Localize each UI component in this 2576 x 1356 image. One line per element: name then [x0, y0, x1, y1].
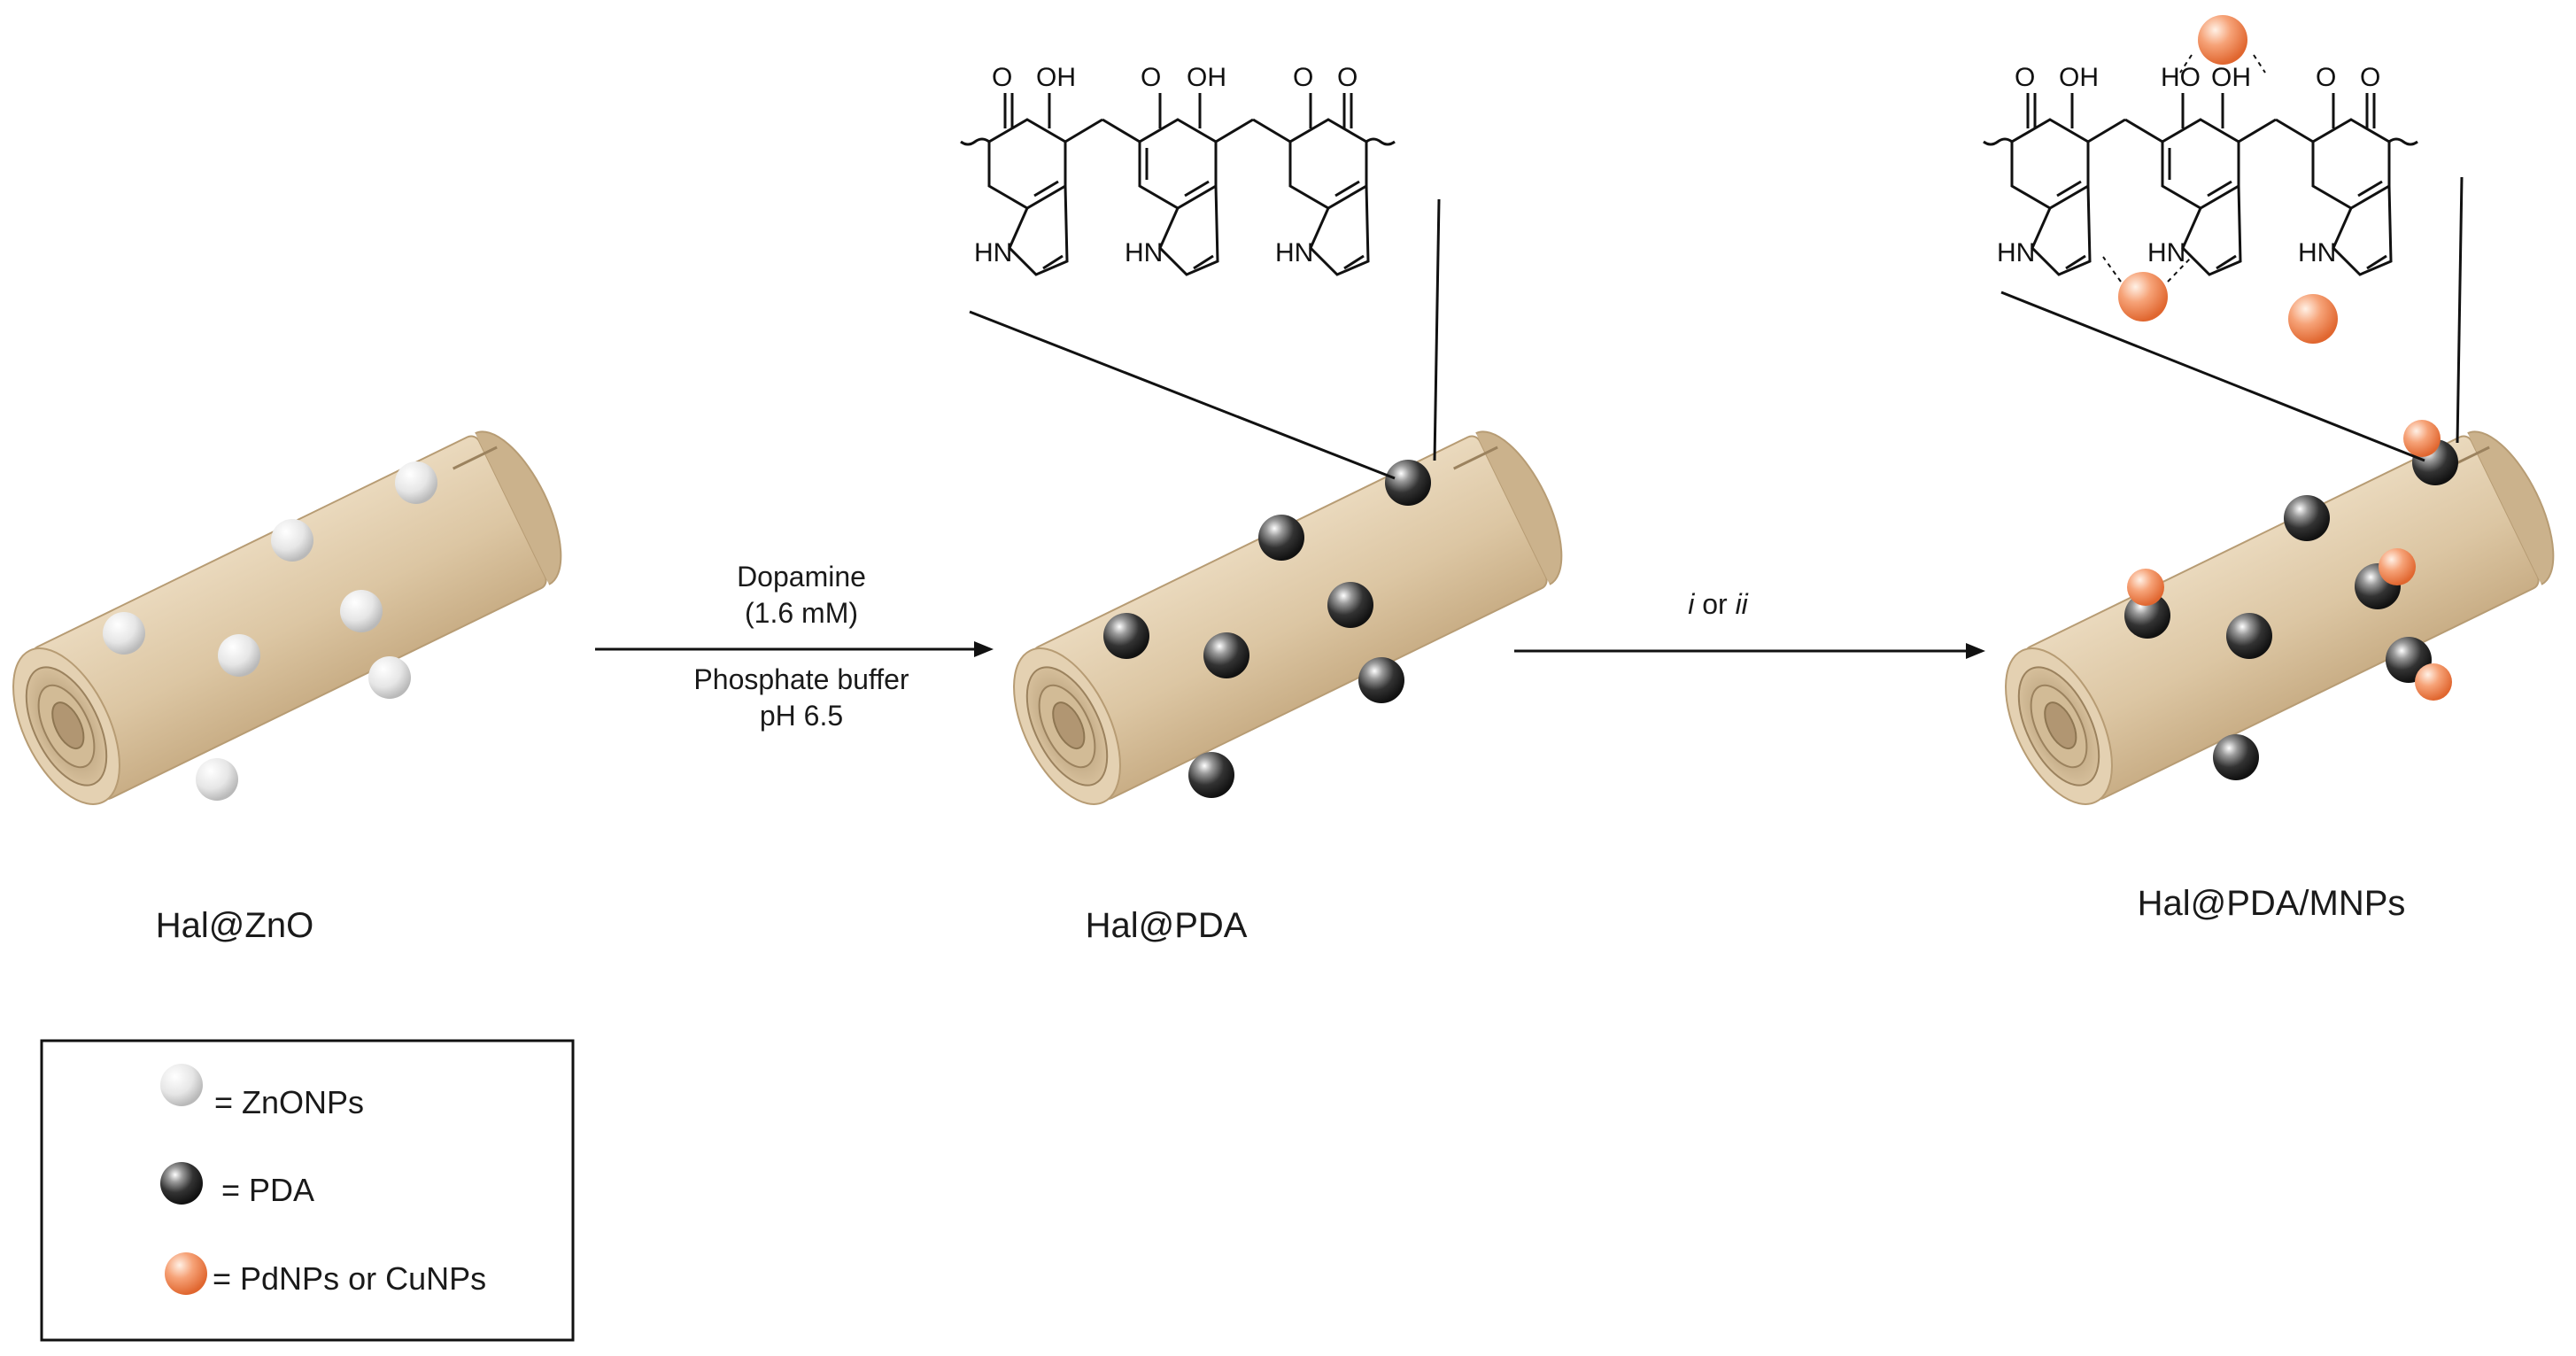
svg-text:HO: HO	[2161, 63, 2201, 92]
svg-text:O: O	[1337, 63, 1358, 92]
step1-ph: pH 6.5	[760, 700, 843, 732]
legend-pda-sphere	[160, 1162, 203, 1205]
pda-structure-2: O OH HO OH O O HN HN HN	[1982, 63, 2419, 276]
svg-text:O: O	[1293, 63, 1313, 92]
svg-text:O: O	[2015, 63, 2035, 92]
svg-text:HN: HN	[974, 238, 1012, 267]
svg-text:O: O	[992, 63, 1012, 92]
step1-dopamine: Dopamine	[737, 561, 866, 593]
metal-sphere	[2415, 663, 2452, 701]
zno-sphere	[218, 634, 260, 677]
zoom-line-2b	[2456, 176, 2464, 444]
tube-hal-zno	[0, 416, 583, 822]
pda-structure-1: O OH O OH O O HN HN HN	[959, 63, 1396, 276]
zno-sphere	[368, 656, 411, 699]
arrowhead-1	[974, 641, 994, 657]
svg-text:O: O	[2316, 63, 2336, 92]
legend-zno-label: = ZnONPs	[214, 1084, 364, 1120]
metal-sphere	[2288, 294, 2338, 344]
svg-text:OH: OH	[2059, 63, 2099, 92]
svg-text:HN: HN	[2298, 238, 2336, 267]
zno-sphere	[271, 519, 313, 562]
pda-sphere	[2124, 593, 2170, 639]
zno-sphere	[340, 590, 383, 632]
metal-particles	[2127, 420, 2452, 701]
svg-text:HN: HN	[2147, 238, 2185, 267]
legend-zno-sphere	[160, 1064, 203, 1106]
zno-sphere	[103, 612, 145, 655]
legend-metal-sphere	[165, 1252, 207, 1295]
pda-sphere	[1203, 632, 1249, 678]
step2-conditions: i or ii	[1688, 588, 1748, 620]
zno-sphere	[395, 461, 437, 504]
legend-box	[40, 1039, 575, 1342]
pda-particles	[1103, 460, 1431, 798]
arrowhead-2	[1966, 643, 1985, 659]
svg-text:HN: HN	[1125, 238, 1163, 267]
zoom-line-2a	[2000, 291, 2425, 462]
pda-sphere	[1385, 460, 1431, 506]
tube-hal-pda	[990, 416, 1583, 822]
step1-concentration: (1.6 mM)	[745, 597, 858, 629]
zoom-line-1b	[1433, 198, 1441, 461]
svg-text:HN: HN	[1997, 238, 2035, 267]
pda-sphere	[1358, 657, 1404, 703]
label-hal-zno: Hal@ZnO	[156, 906, 313, 945]
pda-sphere	[1258, 515, 1304, 561]
svg-text:OH: OH	[1036, 63, 1076, 92]
metal-sphere	[2198, 15, 2247, 65]
legend-pda-label: = PDA	[221, 1172, 314, 1208]
tube-hal-pda-mnps	[1982, 416, 2575, 822]
zno-sphere	[196, 758, 238, 801]
metal-sphere	[2118, 272, 2168, 322]
svg-text:O: O	[1141, 63, 1161, 92]
pda-sphere	[2284, 495, 2330, 541]
svg-text:OH: OH	[1187, 63, 1226, 92]
pda-sphere	[2226, 613, 2272, 659]
label-hal-pda-mnps: Hal@PDA/MNPs	[2138, 884, 2406, 923]
pda-sphere	[1103, 613, 1149, 659]
svg-text:O: O	[2360, 63, 2380, 92]
pda-sphere	[2213, 734, 2259, 780]
svg-text:HN: HN	[1275, 238, 1313, 267]
metal-sphere	[2379, 548, 2416, 585]
metal-sphere	[2403, 420, 2441, 457]
legend-metal-label: = PdNPs or CuNPs	[213, 1260, 486, 1297]
metal-sphere	[2127, 569, 2164, 606]
coordinated-metals	[2102, 15, 2338, 344]
pda-sphere	[1188, 752, 1234, 798]
step1-buffer: Phosphate buffer	[693, 663, 909, 695]
label-hal-pda: Hal@PDA	[1086, 906, 1248, 945]
zno-particles	[103, 461, 437, 801]
svg-text:OH: OH	[2211, 63, 2251, 92]
pda-sphere	[1327, 582, 1373, 628]
zoom-line-1a	[969, 310, 1396, 480]
